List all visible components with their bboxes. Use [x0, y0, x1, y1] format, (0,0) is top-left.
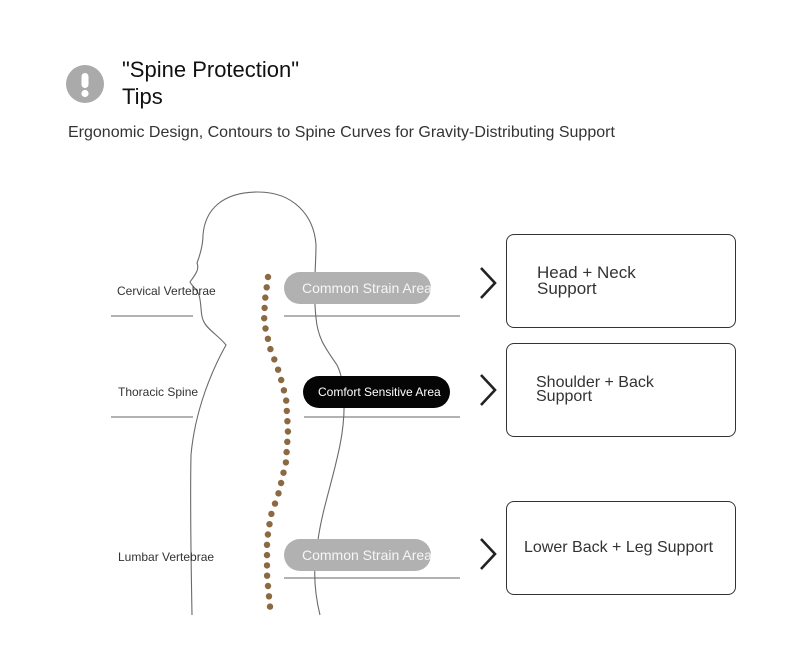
page-title: "Spine Protection" Tips	[122, 57, 300, 109]
chevron-right-icon	[480, 267, 497, 299]
spine-dot	[267, 345, 274, 353]
spine-dot	[280, 469, 287, 476]
spine-dot	[274, 366, 282, 373]
shoulder-back-support-box: Shoulder + Back Support	[506, 343, 736, 437]
region-label-cervical: Cervical Vertebrae	[117, 284, 216, 298]
spine-dot	[263, 284, 270, 291]
strain-area-badge-cervical: Common Strain Area	[284, 272, 431, 304]
spine-dot	[284, 438, 291, 445]
page-subtitle: Ergonomic Design, Contours to Spine Curv…	[68, 124, 615, 141]
spine-dot	[263, 562, 271, 569]
spine-dot	[275, 490, 282, 497]
spine-dot	[277, 479, 285, 487]
spine-dot	[271, 500, 279, 507]
spine-dot	[265, 593, 273, 600]
region-label-lumbar: Lumbar Vertebrae	[118, 550, 215, 564]
spine-dot	[278, 376, 285, 384]
spine-dot	[266, 603, 274, 610]
spine-dot	[282, 459, 290, 466]
lower-back-leg-support-text: Lower Back + Leg Support	[524, 539, 714, 556]
strain-area-badge-lumbar: Common Strain Area	[284, 539, 431, 571]
spine-dot	[271, 356, 278, 363]
exclamation-icon	[66, 65, 104, 103]
spine-dot	[263, 572, 271, 579]
spine-dot	[283, 448, 290, 456]
spine-dot	[262, 325, 269, 332]
body-silhouette-outline	[189, 191, 345, 616]
spine-dot	[263, 551, 271, 559]
chevron-right-icon	[480, 538, 497, 570]
spine-dot	[262, 294, 269, 301]
spine-dot	[263, 541, 271, 548]
spine-dot	[284, 418, 291, 425]
spine-dots	[261, 273, 292, 610]
spine-dot	[264, 273, 272, 281]
spine-dot	[261, 304, 268, 312]
spine-dot	[268, 510, 275, 518]
chevron-right-icon	[480, 374, 497, 406]
spine-dot	[264, 531, 272, 538]
head-neck-support-text: Head + Neck Support	[537, 263, 636, 298]
spine-dot	[264, 335, 272, 342]
spine-dot	[283, 397, 290, 404]
comfort-sensitive-badge: Comfort Sensitive Area	[303, 376, 450, 408]
shoulder-back-support-text: Shoulder + Back Support	[536, 374, 654, 405]
spine-dot	[284, 428, 292, 435]
spine-dot	[264, 582, 272, 590]
spine-dot	[261, 315, 268, 322]
lower-back-leg-support-box: Lower Back + Leg Support	[506, 501, 736, 595]
head-neck-support-box: Head + Neck Support	[506, 234, 736, 328]
region-label-thoracic: Thoracic Spine	[118, 385, 199, 399]
spine-dot	[283, 407, 290, 415]
spine-dot	[266, 521, 273, 528]
spine-dot	[280, 387, 288, 394]
